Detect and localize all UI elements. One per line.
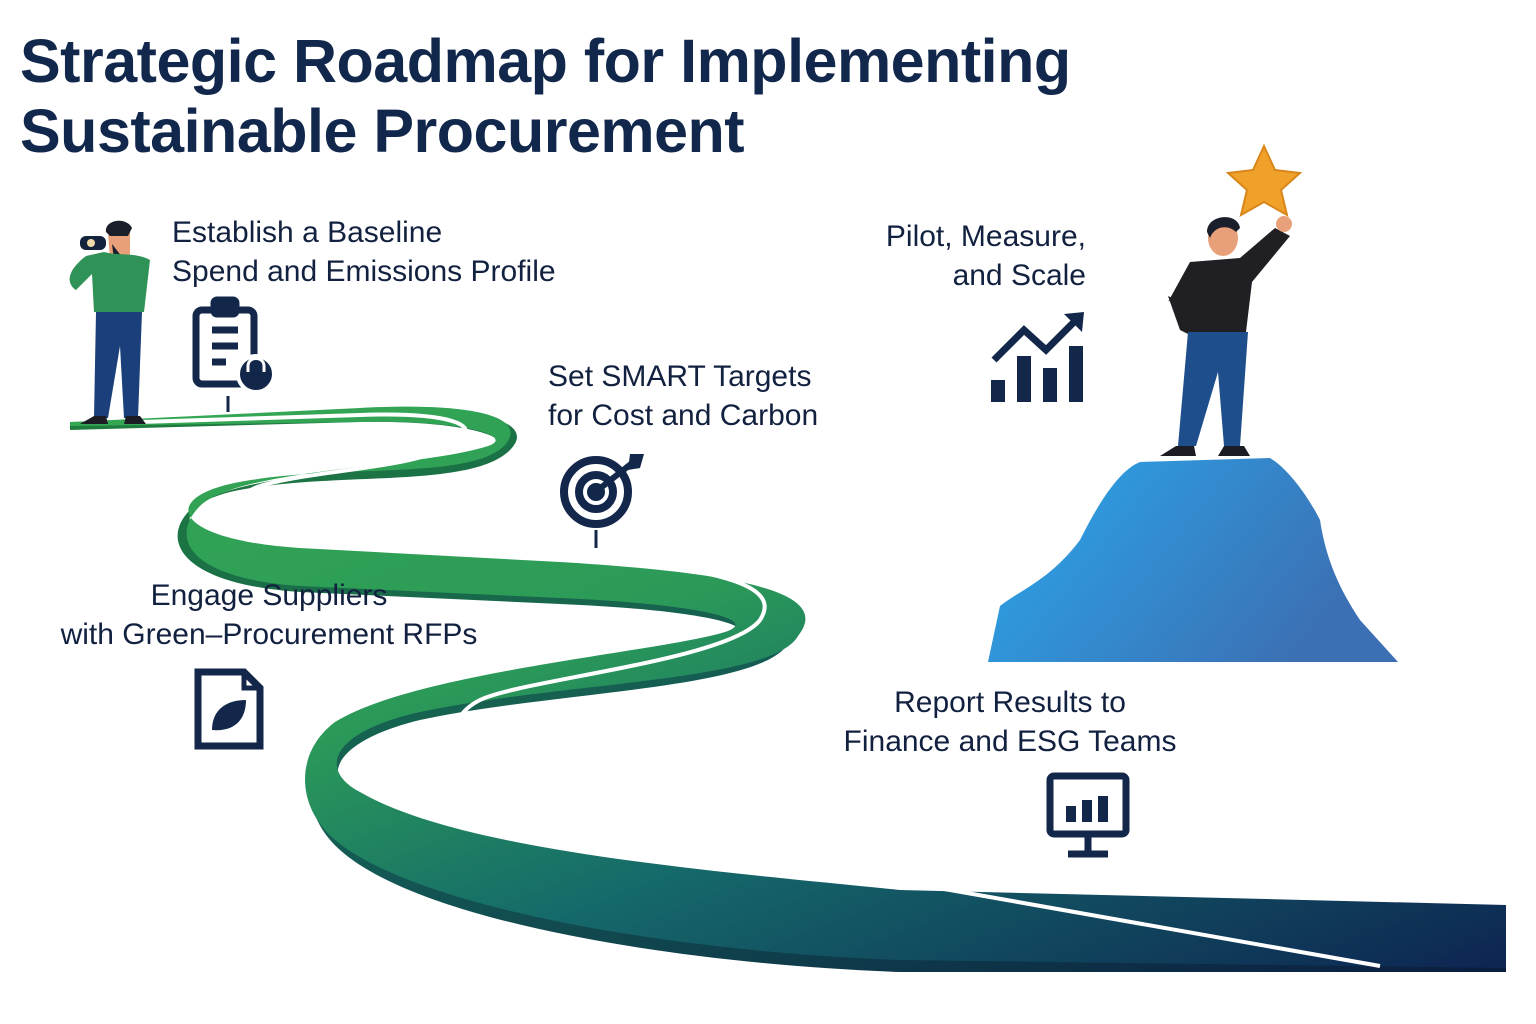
person-reaching-star — [1160, 216, 1292, 456]
page-title-line-1: Strategic Roadmap for Implementing — [20, 27, 1071, 95]
step-5-line-2: Finance and ESG Teams — [843, 725, 1177, 758]
step-4-line-1: Pilot, Measure, — [885, 220, 1086, 253]
step-3-line-1: Engage Suppliers — [150, 579, 388, 612]
leaf-document-icon — [194, 668, 264, 750]
target-icon — [560, 454, 644, 548]
monitor-chart-icon — [1046, 772, 1130, 858]
step-establish-baseline: Establish a Baseline Spend and Emissions… — [172, 213, 556, 291]
road-surface — [70, 406, 1506, 968]
star-icon — [1225, 143, 1303, 218]
step-1-line-2: Spend and Emissions Profile — [172, 255, 556, 288]
road-center-line — [139, 412, 1381, 968]
step-set-smart-targets: Set SMART Targets for Cost and Carbon — [548, 357, 818, 435]
clipboard-lock-icon — [192, 296, 276, 412]
step-5-line-1: Report Results to — [894, 686, 1126, 719]
person-with-binoculars — [69, 220, 150, 424]
growth-chart-icon — [991, 312, 1084, 402]
step-2-line-2: for Cost and Carbon — [548, 399, 819, 432]
step-2-line-1: Set SMART Targets — [548, 360, 812, 393]
step-1-line-1: Establish a Baseline — [172, 216, 443, 249]
page-title-line-2: Sustainable Procurement — [20, 97, 745, 165]
step-3-line-2: with Green–Procurement RFPs — [60, 618, 478, 651]
mountain-peak — [988, 458, 1398, 662]
step-pilot-measure-scale: Pilot, Measure, and Scale — [840, 217, 1086, 295]
step-4-line-2: and Scale — [952, 259, 1086, 292]
step-report-results: Report Results to Finance and ESG Teams — [820, 683, 1200, 761]
step-engage-suppliers: Engage Suppliers with Green–Procurement … — [30, 576, 508, 654]
page-title: Strategic Roadmap for Implementing Susta… — [20, 26, 1071, 166]
winding-road — [70, 406, 1506, 972]
